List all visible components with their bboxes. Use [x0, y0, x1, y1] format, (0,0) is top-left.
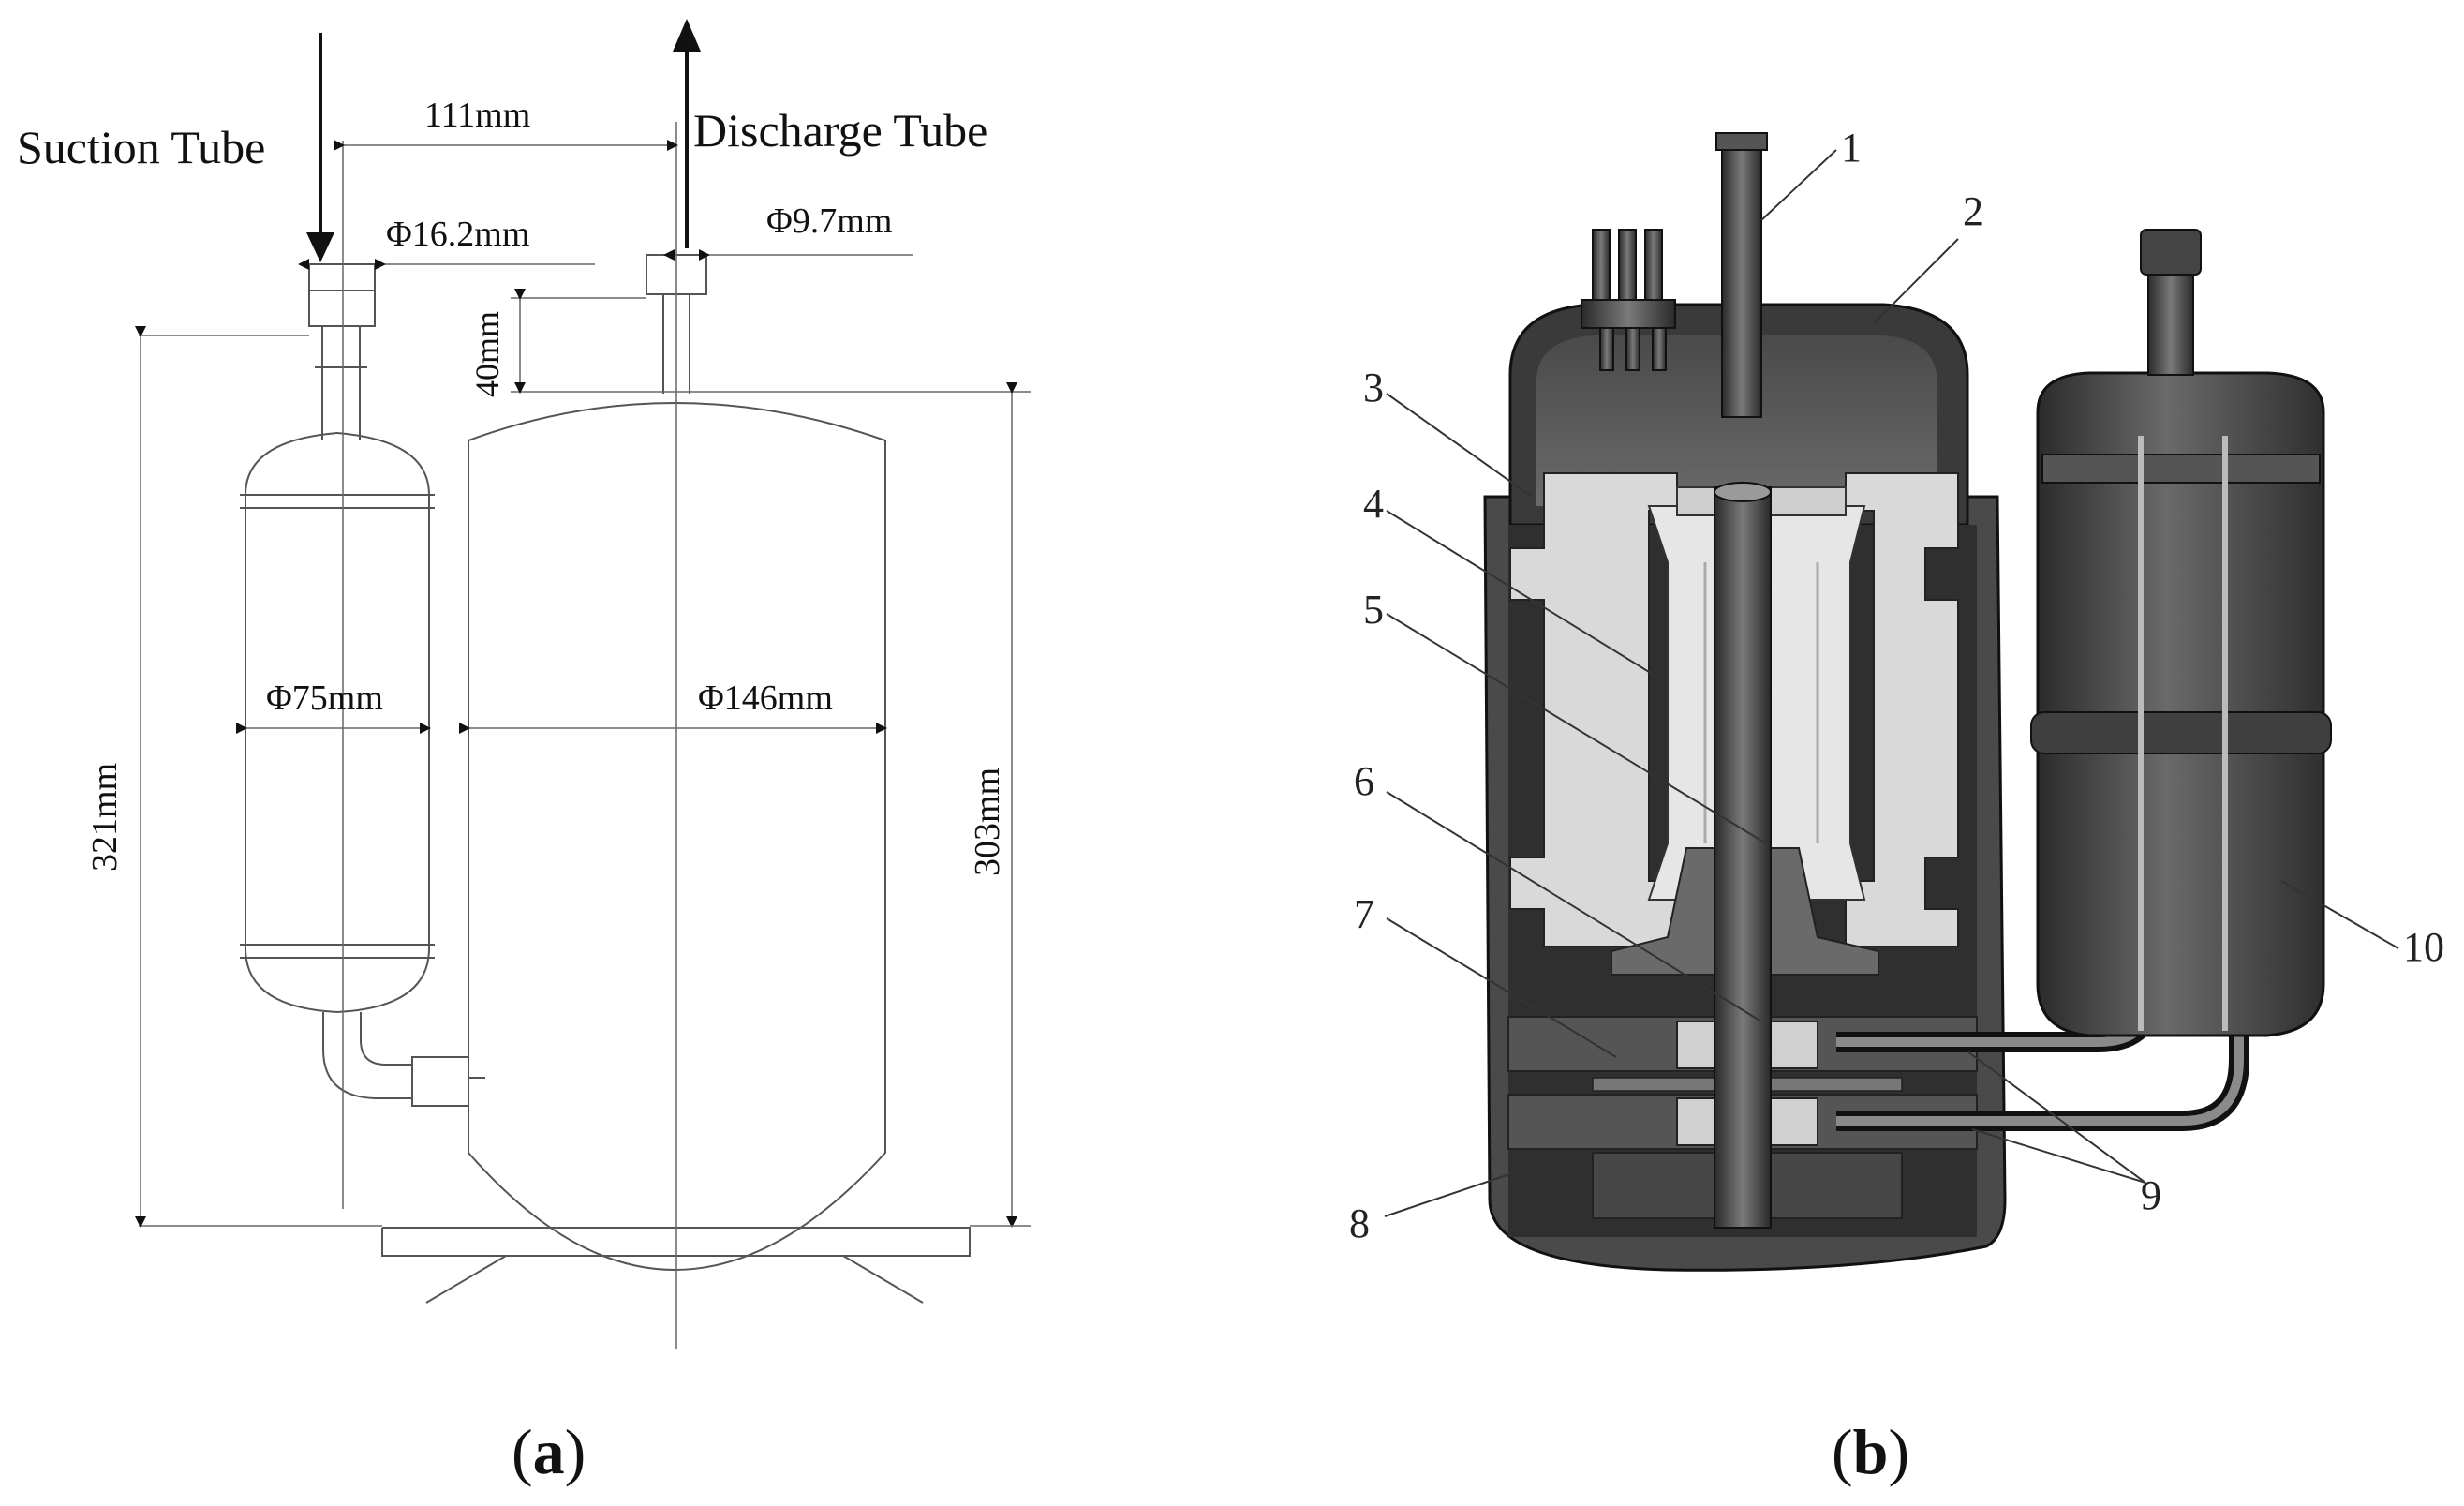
suction-arrowhead — [306, 232, 334, 262]
callout-6: 6 — [1354, 758, 1374, 804]
panel-a-caption: (a) — [512, 1416, 586, 1487]
accumulator-inlet — [2147, 271, 2194, 376]
callout-leaders — [1384, 149, 2399, 1217]
callout-2: 2 — [1963, 188, 1983, 234]
callout-1: 1 — [1841, 125, 1862, 171]
shell-height-label: 303mm — [968, 768, 1007, 876]
callout-5: 5 — [1363, 587, 1384, 633]
panel-b-caption: (b) — [1832, 1416, 1909, 1487]
discharge-arrowhead — [673, 19, 701, 52]
spacing-label: 111mm — [424, 96, 530, 135]
main-shell-outline — [468, 402, 886, 1271]
panel-b-drawing — [1483, 132, 2332, 1272]
panel-a-dimensions — [135, 122, 1031, 1349]
terminal-pins — [1581, 229, 1676, 371]
crankshaft — [1714, 486, 1772, 1229]
diameter-ticks — [298, 249, 710, 270]
callout-9: 9 — [2141, 1172, 2161, 1218]
callout-10: 10 — [2403, 924, 2444, 970]
accumulator-diameter-label: Φ75mm — [266, 678, 383, 718]
callout-8: 8 — [1349, 1200, 1370, 1246]
callout-4: 4 — [1363, 481, 1384, 527]
connecting-pipe — [322, 1012, 412, 1099]
accumulator — [2036, 371, 2325, 1037]
shell-diameter-label: Φ146mm — [698, 678, 833, 718]
suction-diameter-label: Φ16.2mm — [386, 215, 529, 254]
callout-7: 7 — [1354, 891, 1374, 937]
discharge-tube-label: Discharge Tube — [693, 104, 987, 157]
discharge-height-label: 40mm — [468, 311, 506, 397]
total-height-label: 321mm — [85, 763, 125, 872]
discharge-pipe — [1721, 140, 1762, 418]
callout-3: 3 — [1363, 365, 1384, 410]
suction-tube-label: Suction Tube — [17, 121, 265, 173]
callout-numbers: 1 2 3 4 5 6 7 8 9 10 — [1349, 125, 2444, 1246]
panel-a-drawing — [240, 254, 971, 1304]
accumulator-outline — [245, 431, 430, 1014]
base-plate — [381, 1227, 971, 1257]
discharge-diameter-label: Φ9.7mm — [766, 201, 892, 241]
suction-tube-fitting — [308, 263, 376, 327]
